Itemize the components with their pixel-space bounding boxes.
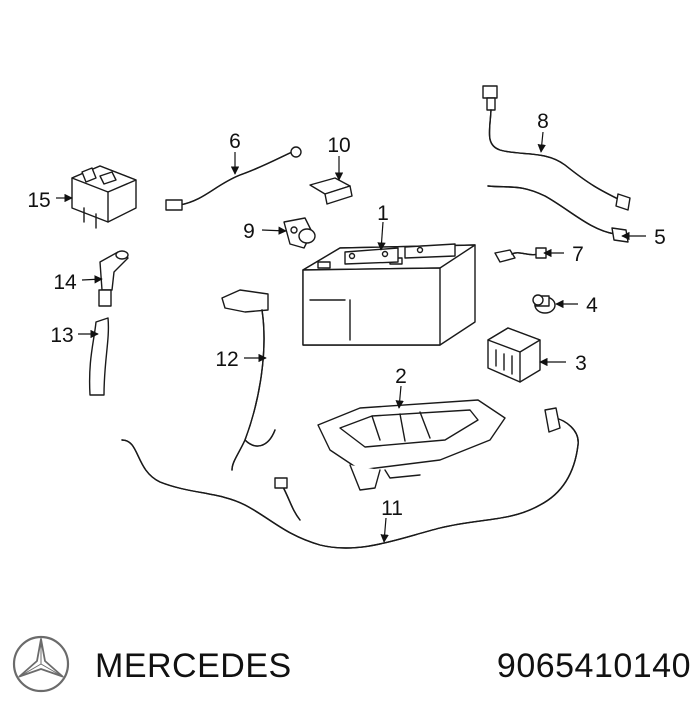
leader-1 xyxy=(377,221,386,251)
callout-12: 12 xyxy=(215,348,238,371)
callout-labels: 1 2 3 4 5 6 7 8 9 10 11 12 13 14 15 xyxy=(27,110,666,520)
callout-9: 9 xyxy=(243,220,255,243)
mercedes-star-logo-icon xyxy=(12,635,70,693)
terminal-clamp xyxy=(283,217,316,249)
relay-block xyxy=(71,165,137,229)
callout-2: 2 xyxy=(395,365,407,388)
callout-8: 8 xyxy=(537,110,549,133)
leader-2 xyxy=(395,385,404,409)
leader-lines xyxy=(56,131,646,543)
hose xyxy=(88,317,110,396)
positive-cable xyxy=(221,289,276,471)
battery-tray xyxy=(317,399,506,491)
callout-5: 5 xyxy=(654,226,666,249)
cable-upper-5 xyxy=(487,185,629,243)
elbow-fitting xyxy=(98,250,129,307)
callout-7: 7 xyxy=(572,243,584,266)
leader-9 xyxy=(261,226,287,235)
footer-brand: MERCEDES xyxy=(95,647,292,685)
main-harness xyxy=(121,407,579,549)
ground-cable xyxy=(165,146,302,211)
callout-6: 6 xyxy=(229,130,241,153)
plug-grommet xyxy=(532,294,556,314)
small-connector-cable xyxy=(494,247,547,263)
callout-14: 14 xyxy=(53,271,77,294)
leader-11 xyxy=(380,517,389,543)
bracket-box xyxy=(487,327,541,383)
callout-10: 10 xyxy=(327,134,350,157)
callout-15: 15 xyxy=(27,189,50,212)
battery xyxy=(302,243,476,346)
callout-13: 13 xyxy=(50,324,73,347)
leader-14 xyxy=(81,275,103,284)
footer-part-number: 9065410140 xyxy=(497,647,691,685)
cable-upper-8 xyxy=(482,85,631,211)
callout-11: 11 xyxy=(381,497,403,520)
callout-1: 1 xyxy=(377,202,389,225)
callout-4: 4 xyxy=(586,294,598,317)
leader-8 xyxy=(537,131,546,153)
callout-3: 3 xyxy=(575,352,587,375)
small-bracket xyxy=(309,177,353,205)
